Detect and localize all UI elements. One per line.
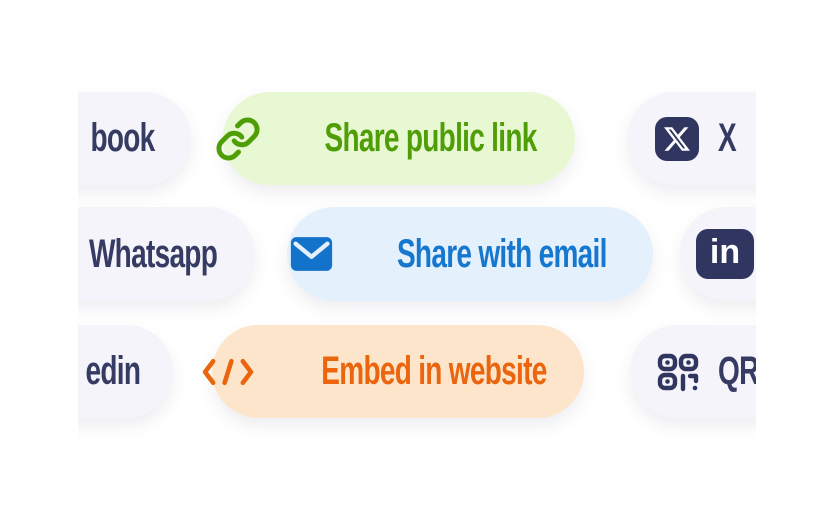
linkedin-icon: in bbox=[696, 229, 754, 279]
x-logo-icon bbox=[655, 116, 699, 161]
linkedin-text-pill-label: edin bbox=[85, 349, 140, 393]
code-icon bbox=[201, 357, 255, 387]
x-share-pill[interactable]: X bbox=[627, 92, 756, 185]
whatsapp-pill-label: Whatsapp bbox=[88, 231, 218, 276]
facebook-pill[interactable]: book bbox=[78, 92, 191, 185]
linkedin-text-pill[interactable]: edin bbox=[78, 325, 173, 418]
linkedin-icon-pill[interactable]: in bbox=[680, 207, 756, 301]
link-icon bbox=[215, 116, 261, 162]
qr-code-pill-label: QR bbox=[718, 349, 756, 393]
share-options-panel: book Share public link X Whatsapp Sh bbox=[78, 0, 756, 520]
x-pill-label: X bbox=[718, 116, 737, 160]
qr-code-pill[interactable]: QR bbox=[630, 325, 756, 418]
share-public-link-label: Share public link bbox=[324, 116, 538, 160]
linkedin-badge-text: in bbox=[709, 232, 741, 271]
facebook-pill-label: book bbox=[90, 116, 156, 160]
qr-code-icon bbox=[655, 349, 701, 395]
share-public-link-button[interactable]: Share public link bbox=[216, 92, 575, 185]
share-with-email-label: Share with email bbox=[396, 231, 607, 276]
share-with-email-button[interactable]: Share with email bbox=[287, 207, 653, 301]
envelope-icon bbox=[289, 235, 334, 273]
whatsapp-pill[interactable]: Whatsapp bbox=[78, 207, 255, 301]
embed-in-website-button[interactable]: Embed in website bbox=[202, 325, 584, 418]
embed-in-website-label: Embed in website bbox=[321, 349, 547, 393]
